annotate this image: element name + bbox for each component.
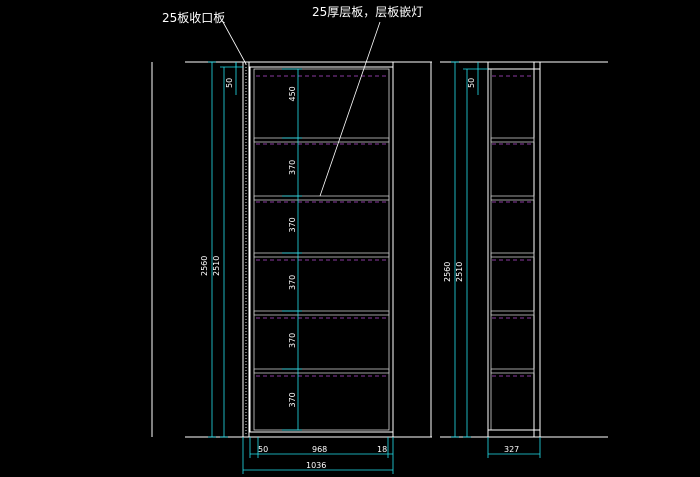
side-shelf — [490, 310, 535, 316]
shelf-gap-label: 450 — [288, 86, 297, 101]
front-shelf — [253, 252, 390, 258]
shelf-gap-label: 370 — [288, 392, 297, 407]
side-top-offset-label: 50 — [467, 78, 476, 88]
side-total-height-label: 2560 — [443, 262, 452, 282]
cabinet-inner — [253, 68, 390, 431]
side-shelf — [490, 368, 535, 374]
callout-leaders — [222, 21, 381, 197]
front-dimensions — [208, 61, 394, 474]
front-inner-height-label: 2510 — [212, 256, 221, 276]
front-shelves — [253, 75, 390, 377]
side-view-outline — [487, 61, 541, 438]
shelf-gap-labels: 450 370 370 370 370 370 — [288, 86, 297, 407]
front-shelf — [253, 310, 390, 316]
front-total-height-label: 2560 — [200, 256, 209, 276]
front-top-offset-label: 50 — [225, 78, 234, 88]
side-shelf — [490, 252, 535, 258]
side-shelf — [490, 137, 535, 143]
front-shelf — [253, 195, 390, 201]
width-middle-label: 968 — [312, 445, 327, 454]
callout-frame-trim: 25板收口板 — [162, 11, 225, 25]
front-shelf — [253, 368, 390, 374]
side-panel — [392, 61, 432, 438]
total-width-label: 1036 — [306, 461, 326, 470]
callout-shelf-note: 25厚层板，层板嵌灯 — [312, 5, 423, 19]
shelf-gap-label: 370 — [288, 217, 297, 232]
front-shelf — [253, 137, 390, 143]
shelf-gap-label: 370 — [288, 275, 297, 290]
width-right-label: 18 — [377, 445, 387, 454]
side-inner-height-label: 2510 — [455, 262, 464, 282]
side-view-cabinet — [487, 61, 541, 438]
side-depth-label: 327 — [504, 445, 519, 454]
leader-frame-trim — [222, 21, 247, 65]
side-shelf — [490, 195, 535, 201]
front-view-cabinet — [242, 61, 432, 438]
trim-strip — [242, 61, 250, 438]
cabinet-outline — [249, 66, 394, 433]
shelf-gap-label: 370 — [288, 333, 297, 348]
width-left-label: 50 — [258, 445, 268, 454]
shelf-gap-label: 370 — [288, 160, 297, 175]
leader-shelf-note — [319, 21, 381, 197]
side-dimensions — [451, 61, 541, 458]
shelf-dim-ticks — [282, 68, 302, 431]
side-shelves — [490, 75, 535, 377]
